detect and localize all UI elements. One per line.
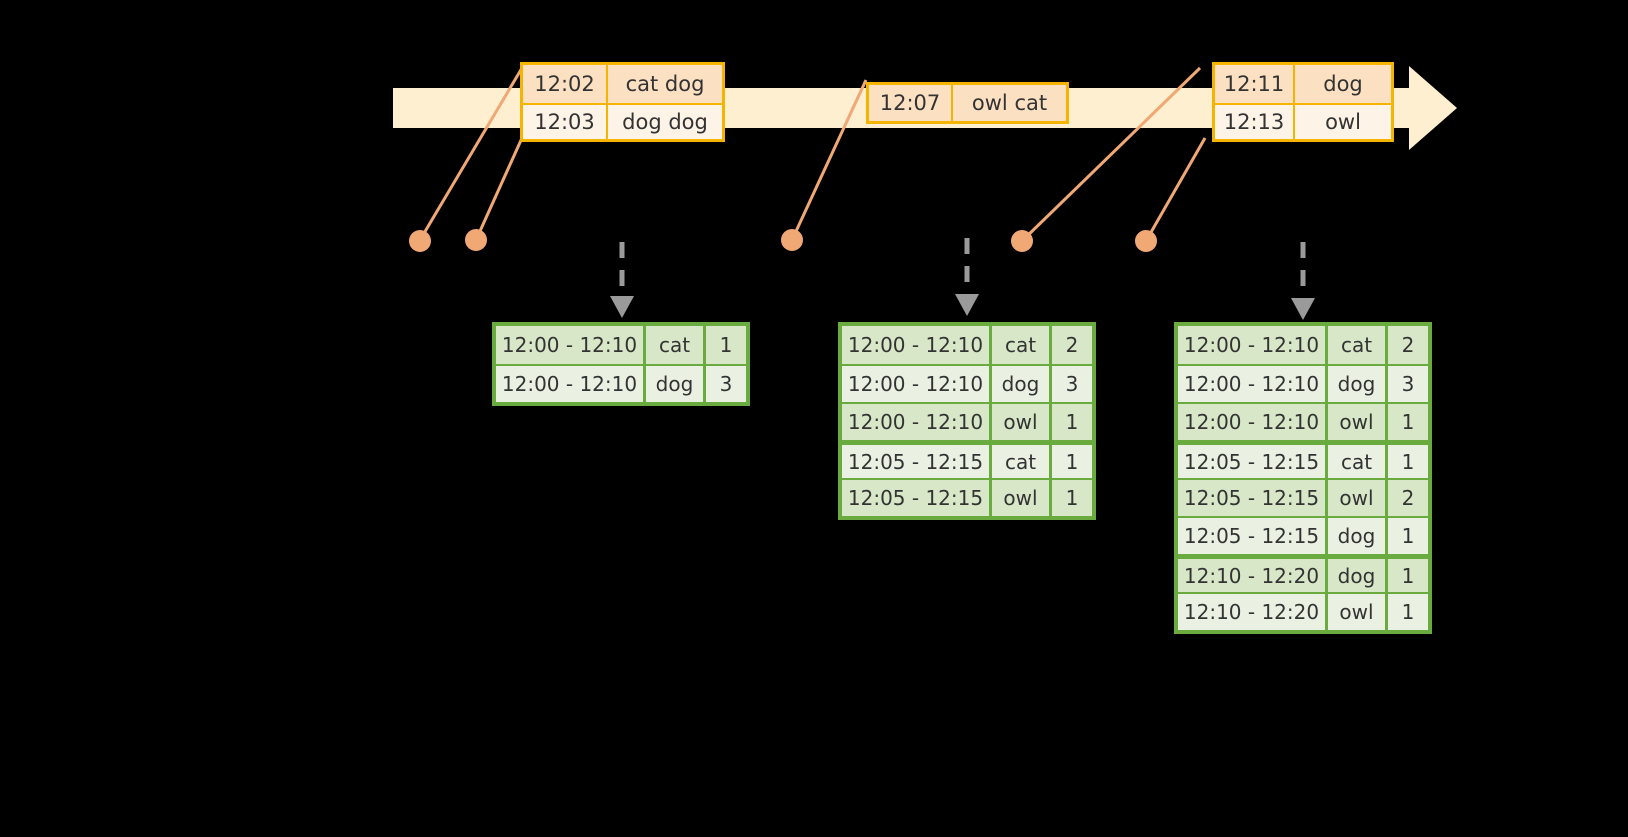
timeline-arrowhead: [1409, 66, 1457, 150]
event-dot-5: [1135, 230, 1157, 252]
event-dot-2: [465, 229, 487, 251]
cell-count: 3: [1401, 372, 1415, 396]
cell-count: 3: [719, 372, 733, 396]
table-row: 12:00 - 12:10 cat 2: [842, 326, 1092, 364]
cell-count: 1: [1401, 524, 1415, 548]
cell-count: 2: [1401, 486, 1415, 510]
cell-count: 1: [1401, 449, 1415, 474]
cell-count: 2: [1401, 333, 1415, 357]
cell-window: 12:05 - 12:15: [842, 445, 992, 478]
cell-window: 12:00 - 12:10: [842, 366, 992, 402]
cell-window: 12:00 - 12:10: [496, 366, 646, 402]
cell-window: 12:00 - 12:10: [1178, 366, 1328, 402]
cell-key: owl: [1328, 480, 1388, 516]
table-row: 12:00 - 12:10 owl 1: [1178, 402, 1428, 440]
table-row: 12:05 - 12:15 cat 1: [1178, 440, 1428, 478]
cell-count: 1: [1401, 600, 1415, 624]
cell-window: 12:10 - 12:20: [1178, 559, 1328, 592]
event-time: 12:13: [1215, 105, 1295, 139]
cell-count: 3: [1065, 372, 1079, 396]
result-table-1[interactable]: 12:00 - 12:10 cat 1 12:00 - 12:10 dog 3: [492, 322, 750, 406]
cell-key: dog: [646, 366, 706, 402]
event-words: owl cat: [971, 91, 1048, 115]
cell-key: dog: [1328, 518, 1388, 554]
cell-window: 12:05 - 12:15: [842, 480, 992, 516]
event-row: 12:13 owl: [1215, 103, 1391, 139]
event-dot-3: [781, 229, 803, 251]
cell-key: cat: [1328, 326, 1388, 364]
event-words: dog dog: [622, 110, 708, 134]
event-box-2[interactable]: 12:07 owl cat: [866, 82, 1069, 124]
table-row: 12:05 - 12:15 cat 1: [842, 440, 1092, 478]
cell-key: dog: [1328, 559, 1388, 592]
event-dot-4: [1011, 230, 1033, 252]
cell-key: cat: [992, 326, 1052, 364]
table-row: 12:10 - 12:20 dog 1: [1178, 554, 1428, 592]
event-dot-1: [409, 230, 431, 252]
event-time: 12:07: [869, 85, 953, 121]
cell-window: 12:05 - 12:15: [1178, 518, 1328, 554]
cell-key: owl: [992, 404, 1052, 440]
cell-count: 1: [1401, 563, 1415, 588]
cell-count: 1: [1065, 449, 1079, 474]
cell-key: dog: [992, 366, 1052, 402]
cell-window: 12:10 - 12:20: [1178, 594, 1328, 630]
event-row: 12:11 dog: [1215, 65, 1391, 103]
table-row: 12:00 - 12:10 dog 3: [496, 364, 746, 402]
cell-key: cat: [992, 445, 1052, 478]
table-row: 12:00 - 12:10 dog 3: [842, 364, 1092, 402]
result-table-3[interactable]: 12:00 - 12:10 cat 2 12:00 - 12:10 dog 3 …: [1174, 322, 1432, 634]
cell-key: owl: [992, 480, 1052, 516]
table-row: 12:05 - 12:15 dog 1: [1178, 516, 1428, 554]
cell-count: 1: [719, 333, 733, 357]
cell-key: cat: [646, 326, 706, 364]
event-words: dog: [1323, 72, 1363, 96]
event-box-3[interactable]: 12:11 dog 12:13 owl: [1212, 62, 1394, 142]
event-time: 12:11: [1215, 65, 1295, 103]
table-row: 12:00 - 12:10 owl 1: [842, 402, 1092, 440]
event-box-1[interactable]: 12:02 cat dog 12:03 dog dog: [520, 62, 725, 142]
cell-window: 12:05 - 12:15: [1178, 445, 1328, 478]
cell-window: 12:00 - 12:10: [1178, 326, 1328, 364]
cell-key: cat: [1328, 445, 1388, 478]
cell-count: 2: [1065, 333, 1079, 357]
event-row: 12:03 dog dog: [523, 103, 722, 139]
cell-window: 12:00 - 12:10: [842, 404, 992, 440]
event-time: 12:02: [523, 65, 608, 103]
event-time: 12:03: [523, 105, 608, 139]
table-row: 12:10 - 12:20 owl 1: [1178, 592, 1428, 630]
event-words: owl: [1325, 110, 1361, 134]
cell-count: 1: [1065, 410, 1079, 434]
cell-key: owl: [1328, 404, 1388, 440]
cell-key: dog: [1328, 366, 1388, 402]
result-table-2[interactable]: 12:00 - 12:10 cat 2 12:00 - 12:10 dog 3 …: [838, 322, 1096, 520]
cell-count: 1: [1065, 486, 1079, 510]
cell-window: 12:05 - 12:15: [1178, 480, 1328, 516]
event-row: 12:02 cat dog: [523, 65, 722, 103]
event-words: cat dog: [625, 72, 705, 96]
cell-window: 12:00 - 12:10: [842, 326, 992, 364]
cell-window: 12:00 - 12:10: [1178, 404, 1328, 440]
table-row: 12:00 - 12:10 cat 1: [496, 326, 746, 364]
table-row: 12:05 - 12:15 owl 2: [1178, 478, 1428, 516]
cell-window: 12:00 - 12:10: [496, 326, 646, 364]
table-row: 12:00 - 12:10 cat 2: [1178, 326, 1428, 364]
table-row: 12:05 - 12:15 owl 1: [842, 478, 1092, 516]
cell-count: 1: [1401, 410, 1415, 434]
cell-key: owl: [1328, 594, 1388, 630]
event-row: 12:07 owl cat: [869, 85, 1066, 121]
table-row: 12:00 - 12:10 dog 3: [1178, 364, 1428, 402]
